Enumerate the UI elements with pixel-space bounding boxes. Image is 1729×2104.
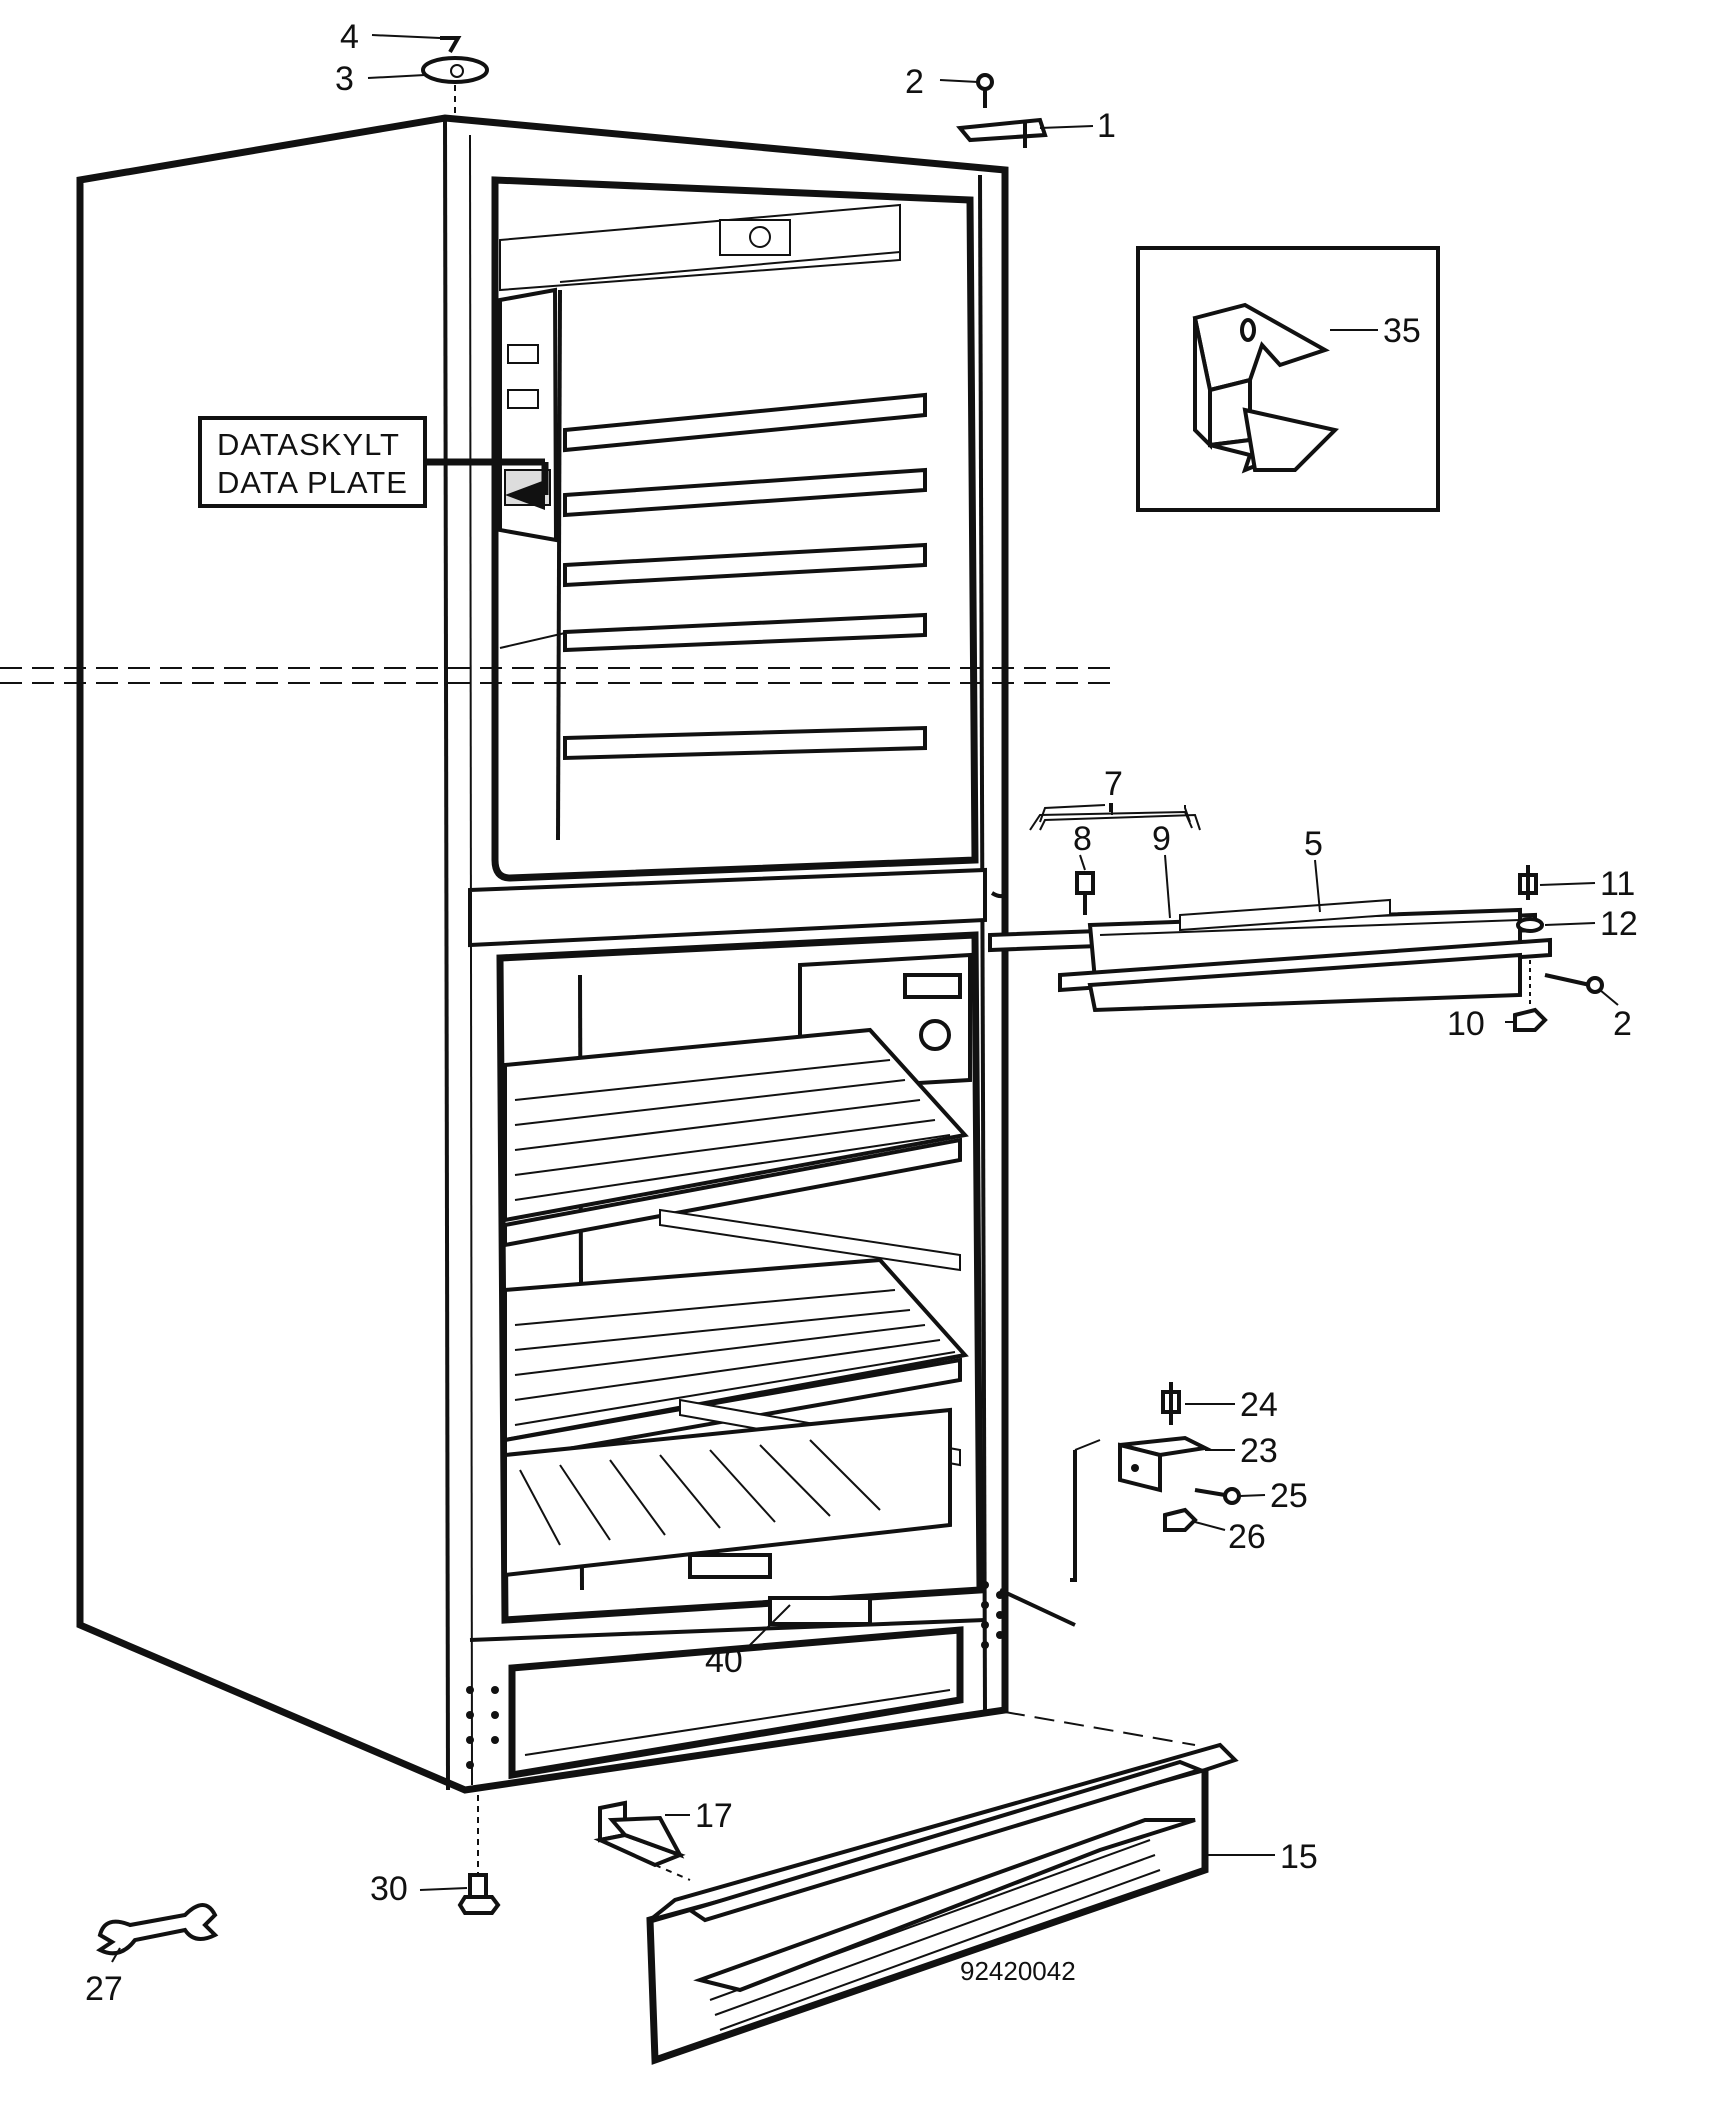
callout-1: 1 xyxy=(1097,107,1116,145)
mounting-holes-left xyxy=(466,1686,499,1769)
freezer-shelf-rails xyxy=(499,392,927,761)
adjustable-foot xyxy=(457,1795,501,1915)
base-opening xyxy=(508,1626,964,1780)
mounting-holes-right xyxy=(981,1581,1004,1649)
callout-24: 24 xyxy=(1240,1386,1278,1424)
callout-25: 25 xyxy=(1270,1477,1308,1515)
callout-7: 7 xyxy=(1104,765,1123,803)
wrench-tool xyxy=(96,1903,219,1956)
lower-hinge-assembly xyxy=(999,1382,1241,1627)
callout-2-middle: 2 xyxy=(1613,1005,1632,1043)
callout-15: 15 xyxy=(1280,1838,1318,1876)
callout-30: 30 xyxy=(370,1870,408,1908)
callout-40: 40 xyxy=(705,1642,743,1680)
kick-panel-grille xyxy=(646,1711,1239,2065)
callout-17: 17 xyxy=(695,1797,733,1835)
inset-detail-box xyxy=(1136,246,1440,512)
callout-2-top: 2 xyxy=(905,63,924,101)
middle-hinge-assembly xyxy=(988,803,1604,1032)
callout-4: 4 xyxy=(340,18,359,56)
callout-27: 27 xyxy=(85,1970,123,2008)
callout-10: 10 xyxy=(1447,1005,1485,1043)
data-plate-label-sv: DATASKYLT xyxy=(217,427,400,462)
callout-9: 9 xyxy=(1152,820,1171,858)
callout-12: 12 xyxy=(1600,905,1638,943)
callout-5: 5 xyxy=(1304,825,1323,863)
bottom-cooling-coil xyxy=(503,1407,952,1626)
data-plate-label-en: DATA PLATE xyxy=(217,465,408,500)
callout-7-bracket xyxy=(1029,803,1193,831)
fridge-wire-shelves xyxy=(503,1027,969,1467)
top-right-hinge xyxy=(956,73,1048,148)
leader-lines xyxy=(111,34,1619,1963)
callout-3: 3 xyxy=(335,60,354,98)
callout-numbers: 4 3 2 1 35 7 8 9 5 11 12 10 2 24 23 25 2… xyxy=(85,18,1638,2008)
data-plate-callout: DATASKYLT DATA PLATE xyxy=(198,416,549,510)
callout-35: 35 xyxy=(1383,312,1421,350)
callout-23: 23 xyxy=(1240,1432,1278,1470)
top-left-hinge-cover xyxy=(421,36,489,118)
callout-11: 11 xyxy=(1600,865,1635,903)
callout-8: 8 xyxy=(1073,820,1092,858)
drawing-number: 92420042 xyxy=(960,1956,1076,1986)
callout-26: 26 xyxy=(1228,1518,1266,1556)
kick-panel-bracket xyxy=(593,1800,691,1881)
